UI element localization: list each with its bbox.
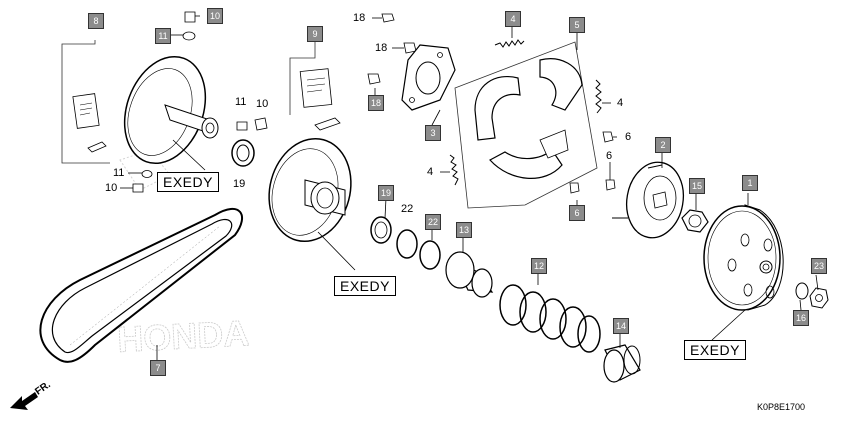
washer-16	[795, 282, 809, 300]
exedy-label-clutch-outer: EXEDY	[684, 340, 746, 360]
kit-8-slider-piece	[87, 141, 107, 153]
bolt-10-lower	[132, 183, 144, 193]
washer-11-mid	[236, 121, 248, 131]
callout-6-lower: 6	[606, 150, 613, 162]
nut-23	[809, 287, 829, 309]
callout-18-mid: 18	[375, 42, 388, 54]
nut-15	[681, 209, 709, 233]
callout-12: 12	[531, 258, 547, 274]
kit-9-instruction-sheet	[299, 68, 333, 108]
clutch-plate-3	[401, 44, 456, 111]
movable-drive-face	[123, 55, 219, 165]
callout-5: 5	[569, 17, 585, 33]
kit-9-frame	[289, 42, 316, 115]
callout-16: 16	[793, 310, 809, 326]
nut-6-right	[602, 131, 614, 143]
callout-22-box: 22	[425, 214, 441, 230]
exedy-label-driven-face: EXEDY	[334, 276, 396, 296]
clutch-spring-4-lower	[449, 154, 459, 186]
callout-1: 1	[742, 175, 758, 191]
nut-6-group	[569, 182, 580, 194]
clutch-outer-1	[703, 204, 784, 311]
collar-13	[445, 251, 494, 298]
callout-10-mid: 10	[256, 98, 269, 110]
callout-14: 14	[613, 318, 629, 334]
callout-11-mid: 11	[235, 96, 247, 108]
callout-18-box: 18	[368, 95, 384, 111]
callout-15: 15	[689, 178, 705, 194]
callout-13: 13	[456, 222, 472, 238]
nut-6-lower	[605, 179, 616, 191]
oil-seal-19-right	[370, 216, 392, 244]
callout-11-lower: 11	[113, 167, 125, 179]
clutch-spring-4-top	[494, 39, 525, 48]
callout-6-box: 6	[569, 205, 585, 221]
nut-18-top	[381, 13, 395, 23]
clutch-spring-4-right	[595, 79, 602, 114]
callout-18-top: 18	[353, 12, 366, 24]
diagram-code: K0P8E1700	[757, 402, 806, 412]
leader-lines	[120, 15, 819, 363]
exedy-label-drive-face: EXEDY	[157, 172, 219, 192]
front-direction-arrow-icon	[10, 392, 38, 410]
callout-6-right: 6	[625, 131, 632, 143]
kit-8-frame	[61, 40, 110, 164]
callout-8: 8	[88, 13, 104, 29]
honda-watermark-text: HONDA	[116, 312, 250, 360]
o-ring-22-right	[419, 240, 441, 270]
callout-19-left: 19	[233, 178, 246, 190]
kit-5-frame	[454, 41, 598, 209]
kit-9-slider-piece	[314, 117, 341, 131]
compression-spring-12	[499, 284, 601, 353]
callout-11-box: 11	[155, 28, 171, 44]
o-ring-22-left	[396, 229, 418, 259]
callout-23: 23	[811, 258, 827, 274]
callout-9: 9	[307, 26, 323, 42]
callout-10-lower: 10	[105, 182, 118, 194]
nut-18-lower	[367, 73, 381, 85]
kit-8-instruction-sheet	[72, 93, 100, 129]
clutch-shoes	[474, 58, 583, 179]
driven-face	[268, 137, 352, 243]
honda-watermark-logo: HONDA	[116, 149, 251, 360]
oil-seal-19-left	[231, 139, 255, 167]
callout-4-lower: 4	[427, 166, 434, 178]
callout-4-right: 4	[617, 97, 624, 109]
washer-11-top	[182, 31, 196, 41]
drive-belt	[39, 208, 244, 363]
callout-7: 7	[150, 360, 166, 376]
callout-10-box: 10	[207, 8, 223, 24]
callout-2: 2	[655, 137, 671, 153]
drive-plate-2	[612, 161, 685, 239]
callout-19-box: 19	[378, 185, 394, 201]
bolt-10-top	[184, 11, 196, 23]
collar-14	[603, 344, 641, 383]
callout-4-top: 4	[505, 11, 521, 27]
callout-22-left: 22	[401, 203, 414, 215]
washer-11-lower	[141, 170, 153, 178]
callout-3: 3	[425, 125, 441, 141]
bolt-10-mid	[254, 117, 268, 131]
